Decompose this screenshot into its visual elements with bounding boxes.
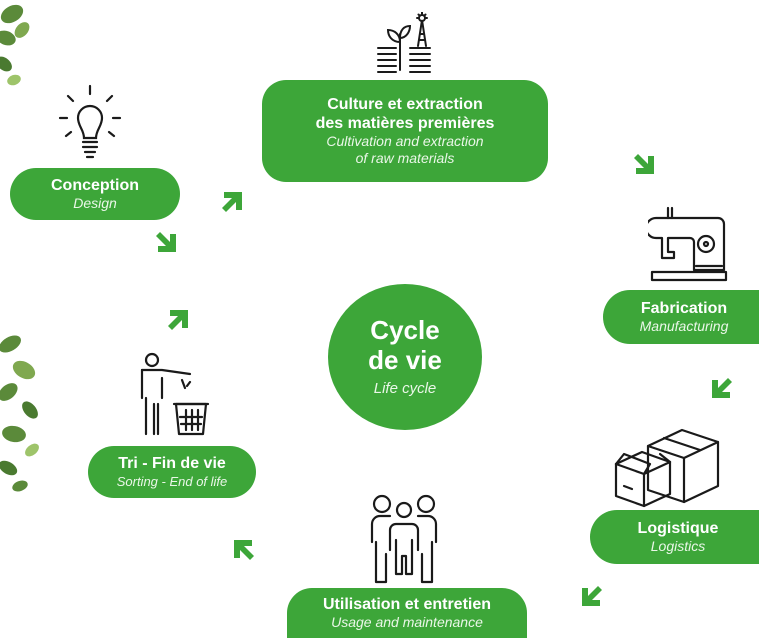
stage-culture-en-line2: of raw materials [355, 150, 455, 166]
stage-utilisation-en: Usage and maintenance [331, 614, 483, 630]
stage-tri-pill: Tri - Fin de vie Sorting - End of life [88, 446, 256, 498]
arrow-fabrication-to-logistique [712, 378, 732, 398]
stage-culture-pill: Culture et extraction des matières premi… [262, 80, 548, 182]
foliage-top-left [0, 4, 30, 86]
foliage-mid-left [0, 335, 39, 492]
arrow-culture-to-fabrication [634, 154, 654, 174]
person-trash-icon [140, 352, 210, 436]
stage-conception-fr: Conception [51, 177, 139, 194]
sewing-machine-icon [648, 206, 728, 282]
boxes-icon [614, 428, 720, 508]
stage-logistique-fr: Logistique [637, 520, 719, 537]
stage-fabrication-en: Manufacturing [639, 318, 729, 334]
stage-tri-fr: Tri - Fin de vie [118, 455, 226, 472]
center-subtitle: Life cycle [373, 380, 437, 397]
stage-fabrication-pill: Fabrication Manufacturing [603, 290, 759, 344]
stage-tri-en: Sorting - End of life [116, 474, 228, 489]
plant-oil-rig-icon [377, 12, 431, 73]
arrow-tri-to-conception [168, 310, 188, 330]
arrow-utilisation-to-tri [234, 540, 254, 560]
arrow-logistique-to-utilisation [582, 586, 602, 606]
center-title-line1: Cycle [370, 315, 440, 345]
stage-logistique-en: Logistics [650, 538, 706, 554]
stage-utilisation-pill: Utilisation et entretien Usage and maint… [287, 588, 527, 638]
center-circle: Cycle de vie Life cycle [328, 284, 482, 430]
stage-culture-fr-line1: Culture et extraction [327, 96, 483, 113]
arrow-conception-to-center [156, 232, 176, 252]
stage-utilisation-fr: Utilisation et entretien [322, 596, 492, 613]
stage-culture-en-line1: Cultivation and extraction [326, 133, 484, 149]
arrow-conception-to-culture [222, 192, 242, 212]
people-group-icon [370, 494, 438, 584]
stage-conception-pill: Conception Design [10, 168, 180, 220]
stage-conception-en: Design [73, 195, 117, 211]
stage-fabrication-fr: Fabrication [640, 300, 728, 317]
center-title-line2: de vie [368, 345, 442, 375]
stage-culture-fr-line2: des matières premières [315, 115, 495, 132]
stage-logistique-pill: Logistique Logistics [590, 510, 759, 564]
lightbulb-icon [58, 84, 122, 159]
